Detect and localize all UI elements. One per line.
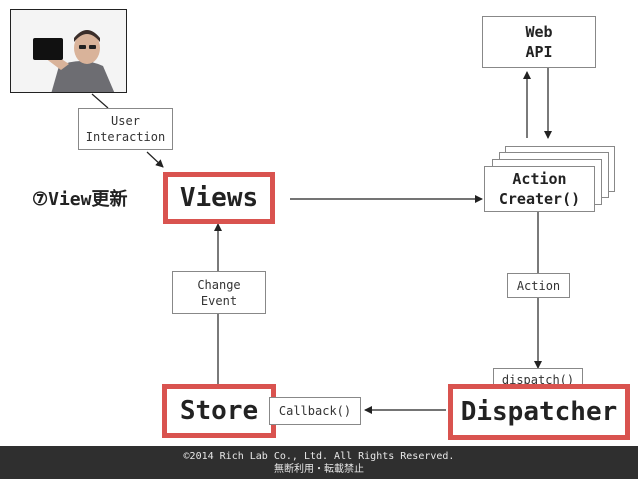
- footer-notice: 無断利用・転載禁止: [274, 463, 364, 475]
- web-api-node: Web API: [482, 16, 596, 68]
- dispatcher-node: Dispatcher: [448, 384, 630, 440]
- callback-label: Callback(): [269, 397, 361, 425]
- views-node: Views: [163, 172, 275, 224]
- user-photo: [10, 9, 127, 93]
- photo-to-interaction-line: [91, 93, 109, 109]
- footer-copyright: ©2014 Rich Lab Co., Ltd. All Rights Rese…: [183, 450, 455, 462]
- user-interaction-label: User Interaction: [78, 108, 173, 150]
- action-label: Action: [507, 273, 570, 298]
- footer-bar: ©2014 Rich Lab Co., Ltd. All Rights Rese…: [0, 446, 638, 479]
- change-event-label: Change Event: [172, 271, 266, 314]
- action-creater-node: Action Creater(): [484, 166, 595, 212]
- step-label: ⑦View更新: [32, 189, 128, 210]
- store-node: Store: [162, 384, 276, 438]
- interaction-to-views-arrow: [146, 151, 164, 168]
- person-holding-phone-icon: [11, 10, 126, 92]
